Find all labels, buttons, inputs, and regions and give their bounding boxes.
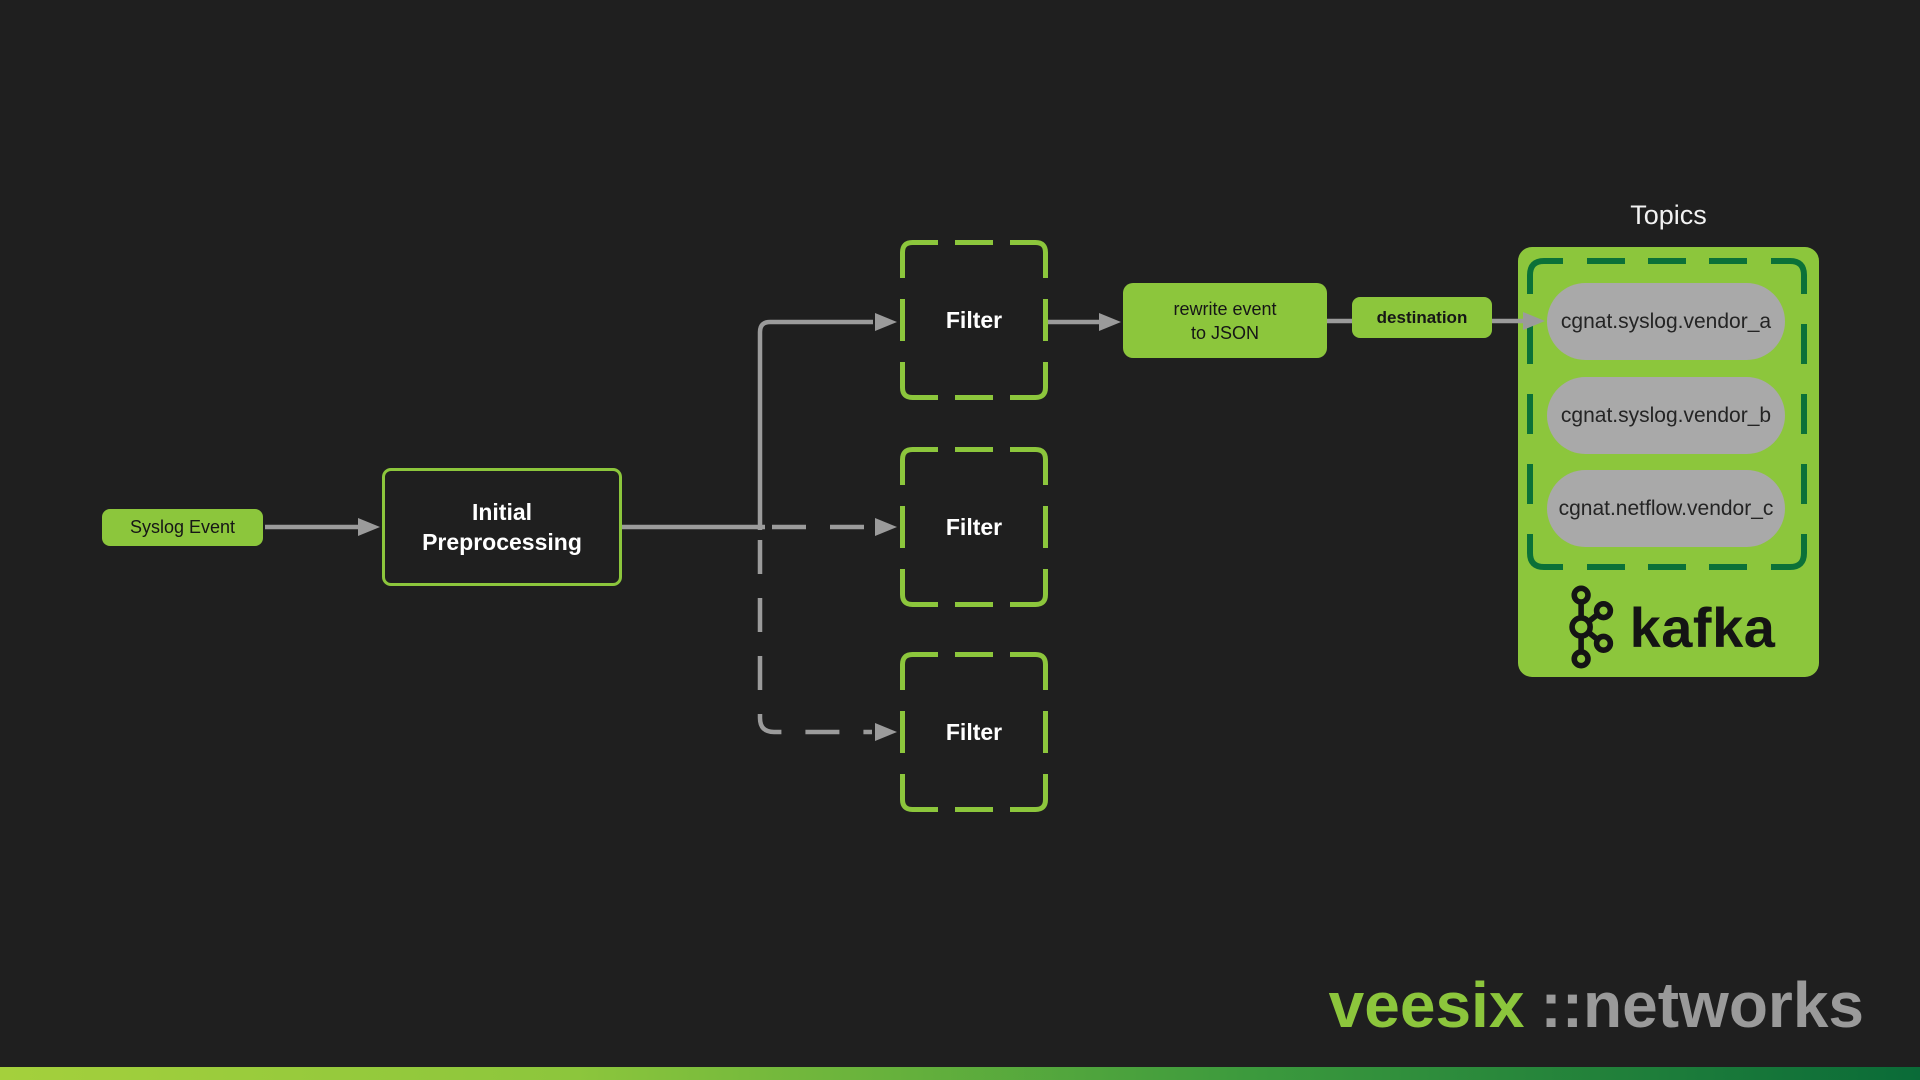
topic-pill-vendor-b: cgnat.syslog.vendor_b <box>1547 377 1785 454</box>
filter2-label: Filter <box>945 513 1003 540</box>
border-corner-bottom-left <box>1527 534 1563 570</box>
kafka-icon <box>1568 585 1613 669</box>
border-corner-bottom-right <box>1010 362 1048 400</box>
initial-preprocessing-node: Initial Preprocessing <box>382 468 622 586</box>
topic-pill-vendor-a: cgnat.syslog.vendor_a <box>1547 283 1785 360</box>
border-corner-top-right <box>1771 258 1807 294</box>
filter3-label: Filter <box>945 718 1003 745</box>
connector-junction-to-filter3 <box>757 540 872 735</box>
arrowhead-into-rewrite <box>1099 313 1121 331</box>
border-corner-bottom-right <box>1010 774 1048 812</box>
filter-node-2: Filter <box>900 447 1048 607</box>
arrowhead-into-filter3 <box>875 723 897 741</box>
brand-logo: veesix ::networks <box>1328 969 1864 1041</box>
border-corner-bottom-right <box>1771 534 1807 570</box>
syslog-event-node: Syslog Event <box>102 509 263 546</box>
arrowhead-into-filter2 <box>875 518 897 536</box>
border-corner-bottom-right <box>1010 569 1048 607</box>
footer-accent-bar <box>0 1067 1920 1080</box>
border-corner-top-left <box>900 447 938 485</box>
border-corner-top-right <box>1010 447 1048 485</box>
border-corner-top-right <box>1010 240 1048 278</box>
border-corner-top-right <box>1010 652 1048 690</box>
border-corner-bottom-left <box>900 569 938 607</box>
connector-junction-to-filter1 <box>757 319 873 530</box>
border-corner-top-left <box>1527 258 1563 294</box>
filter-node-1: Filter <box>900 240 1048 400</box>
rewrite-event-line2: to JSON <box>1190 322 1260 343</box>
border-corner-bottom-left <box>900 362 938 400</box>
brand-logo-secondary: ::networks <box>1540 969 1864 1041</box>
filter2-dashed-border <box>900 447 1048 607</box>
rewrite-event-line1: rewrite event <box>1173 298 1277 319</box>
filter1-dashed-border <box>900 240 1048 400</box>
kafka-logo: kafka <box>1518 583 1819 671</box>
filter3-dashed-border <box>900 652 1048 812</box>
arrowhead-into-preprocessing <box>358 518 380 536</box>
filter-node-3: Filter <box>900 652 1048 812</box>
topic-pill-vendor-c: cgnat.netflow.vendor_c <box>1547 470 1785 547</box>
filter1-label: Filter <box>945 306 1003 333</box>
brand-logo-primary: veesix <box>1328 969 1525 1041</box>
kafka-cluster-box: cgnat.syslog.vendor_a cgnat.syslog.vendo… <box>1518 247 1819 677</box>
border-corner-top-left <box>900 240 938 278</box>
arrowhead-into-filter1 <box>875 313 897 331</box>
rewrite-event-node: rewrite event to JSON <box>1123 283 1327 358</box>
border-corner-top-left <box>900 652 938 690</box>
topics-title: Topics <box>1630 199 1707 230</box>
border-corner-bottom-left <box>900 774 938 812</box>
initial-preprocessing-line1: Initial <box>471 499 533 525</box>
initial-preprocessing-line2: Preprocessing <box>422 529 582 555</box>
topics-dashed-border <box>1527 258 1807 570</box>
kafka-wordmark: kafka <box>1629 595 1776 659</box>
destination-node: destination <box>1352 297 1492 338</box>
